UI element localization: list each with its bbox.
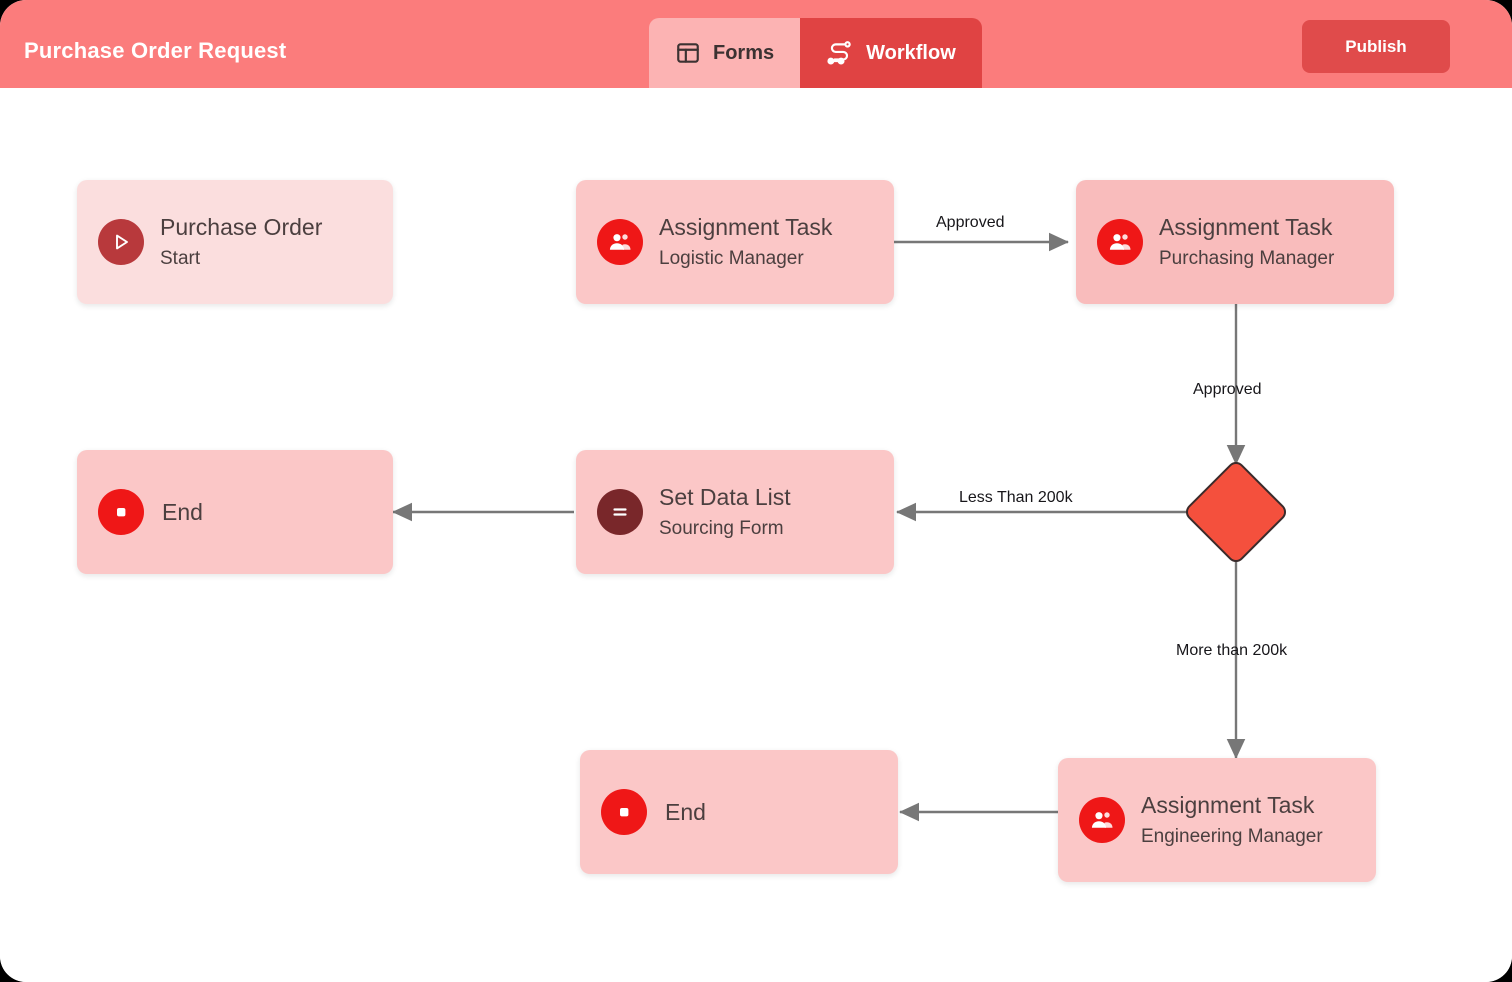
tab-bar: Forms Workflow bbox=[649, 18, 982, 88]
layout-panel-icon bbox=[675, 40, 701, 66]
node-decision-diamond[interactable] bbox=[1182, 458, 1290, 566]
node-title: End bbox=[665, 798, 706, 825]
edge-label-approved-horizontal: Approved bbox=[936, 214, 1005, 231]
workflow-route-icon bbox=[826, 40, 854, 66]
node-subtitle: Sourcing Form bbox=[659, 517, 784, 539]
node-subtitle: Start bbox=[160, 247, 201, 269]
list-icon bbox=[597, 489, 643, 535]
node-text: Assignment Task Purchasing Manager bbox=[1159, 213, 1335, 269]
users-icon bbox=[597, 219, 643, 265]
node-assignment-task-purchasing-manager[interactable]: Assignment Task Purchasing Manager bbox=[1076, 180, 1394, 304]
tab-workflow[interactable]: Workflow bbox=[800, 18, 982, 88]
play-icon bbox=[98, 219, 144, 265]
edge-label-more-than-200k: More than 200k bbox=[1176, 642, 1288, 659]
tab-forms[interactable]: Forms bbox=[649, 18, 801, 88]
node-set-data-list[interactable]: Set Data List Sourcing Form bbox=[576, 450, 894, 574]
node-subtitle: Engineering Manager bbox=[1141, 825, 1323, 847]
node-purchase-order-start[interactable]: Purchase Order Start bbox=[77, 180, 393, 304]
node-text: Set Data List Sourcing Form bbox=[659, 483, 791, 539]
node-title: End bbox=[162, 498, 203, 525]
edge-label-approved-vertical: Approved bbox=[1193, 381, 1262, 398]
users-icon bbox=[1079, 797, 1125, 843]
page-title: Purchase Order Request bbox=[24, 38, 287, 63]
tab-workflow-label: Workflow bbox=[866, 41, 956, 64]
node-title: Assignment Task bbox=[659, 213, 833, 240]
users-icon bbox=[1097, 219, 1143, 265]
edge-label-less-than-200k: Less Than 200k bbox=[959, 489, 1073, 506]
node-end-bottom[interactable]: End bbox=[580, 750, 898, 874]
node-text: Purchase Order Start bbox=[160, 213, 323, 269]
node-title: Assignment Task bbox=[1141, 791, 1315, 818]
node-title: Purchase Order bbox=[160, 213, 323, 240]
publish-button[interactable]: Publish bbox=[1302, 20, 1450, 73]
app-header: Purchase Order Request Forms bbox=[0, 0, 1512, 88]
node-assignment-task-logistic-manager[interactable]: Assignment Task Logistic Manager bbox=[576, 180, 894, 304]
node-text: Assignment Task Logistic Manager bbox=[659, 213, 833, 269]
node-text: Assignment Task Engineering Manager bbox=[1141, 791, 1323, 847]
node-subtitle: Purchasing Manager bbox=[1159, 247, 1335, 269]
node-subtitle: Logistic Manager bbox=[659, 247, 804, 269]
node-assignment-task-engineering-manager[interactable]: Assignment Task Engineering Manager bbox=[1058, 758, 1376, 882]
tab-forms-label: Forms bbox=[713, 41, 775, 64]
stop-icon bbox=[98, 489, 144, 535]
node-title: Assignment Task bbox=[1159, 213, 1333, 240]
stop-icon bbox=[601, 789, 647, 835]
node-title: Set Data List bbox=[659, 483, 791, 510]
workflow-canvas[interactable]: Approved Approved Less Than 200k More th… bbox=[0, 88, 1512, 982]
node-end-top[interactable]: End bbox=[77, 450, 393, 574]
